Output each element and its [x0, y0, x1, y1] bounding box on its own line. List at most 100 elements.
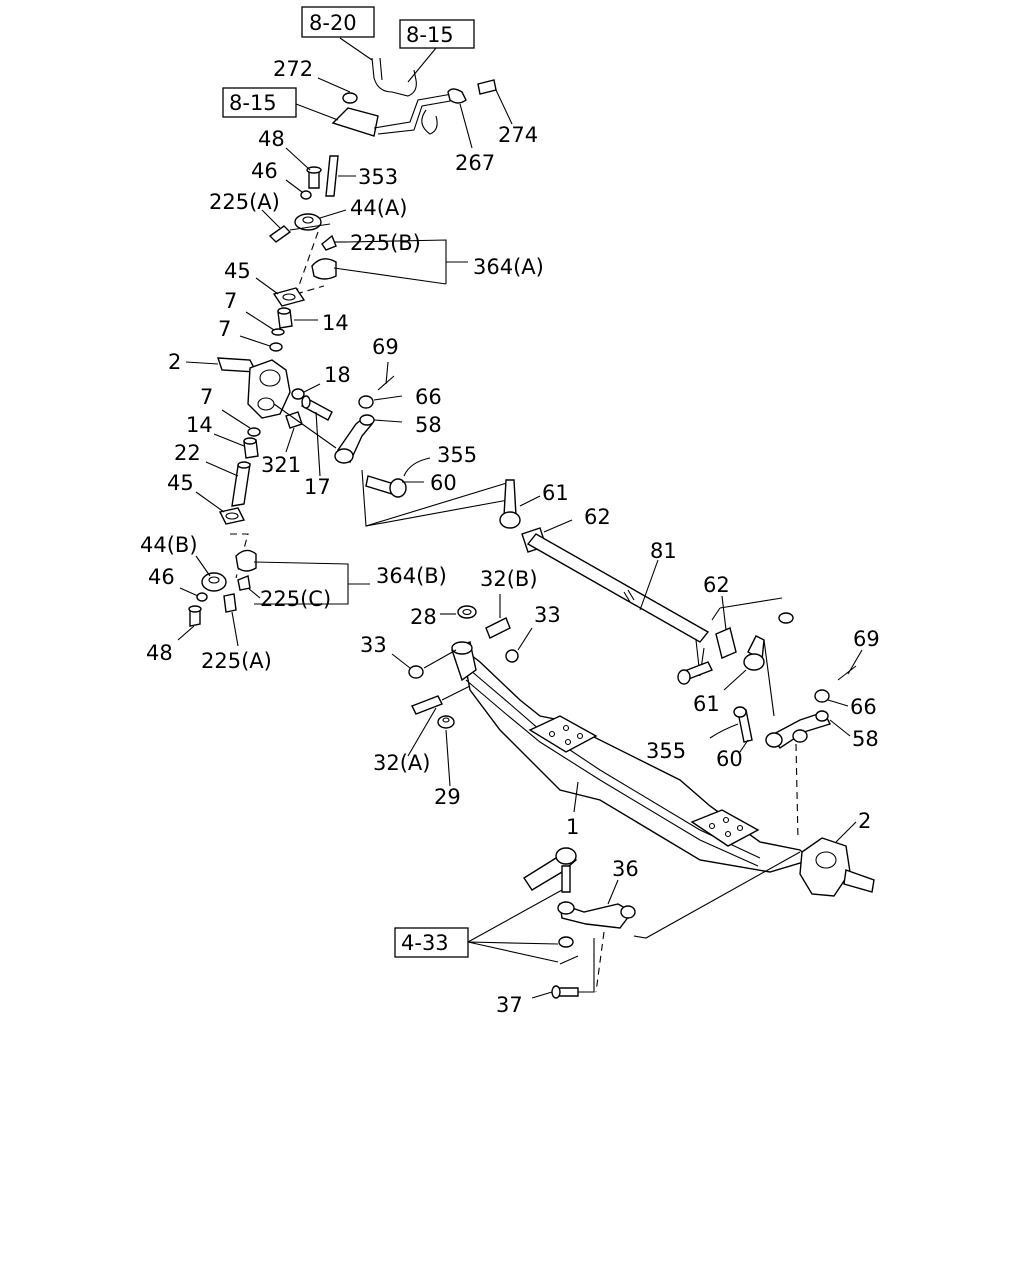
ref-box-8-15-top-label: 8-15	[406, 23, 454, 47]
link-tierod-arm-right	[763, 639, 775, 717]
ref-box-8-15-left[interactable]: 8-15	[222, 87, 297, 118]
beam-end-left	[451, 641, 477, 682]
leader-1	[573, 781, 579, 813]
tie-rod-end-61-right	[743, 635, 765, 671]
label-62-left: 62	[584, 505, 611, 529]
label-14-top: 14	[322, 311, 349, 335]
label-48-bottom: 48	[146, 641, 173, 665]
washer-28-hole	[462, 608, 472, 616]
ref-box-4-33[interactable]: 4-33	[394, 927, 469, 958]
leader-8-20	[339, 37, 373, 61]
leader-33-left-to-beam	[423, 649, 457, 669]
grease-fitting-225b	[321, 234, 337, 251]
leader-225a-bottom	[231, 611, 239, 647]
label-7-a: 7	[224, 289, 237, 313]
arm-58-left	[334, 414, 375, 464]
leader-18	[303, 383, 321, 393]
nut-66-left	[358, 395, 374, 409]
bushing-29	[437, 715, 455, 729]
label-46-top: 46	[251, 159, 278, 183]
pitman-arm-36	[557, 901, 636, 929]
label-225a-bottom: 225(A)	[201, 649, 272, 673]
shim-7-a	[271, 328, 285, 336]
label-45-top: 45	[224, 259, 251, 283]
nut-18	[291, 388, 305, 400]
leader-62-left	[543, 519, 573, 533]
label-46-bottom: 46	[148, 565, 175, 589]
axle-beam-1	[460, 646, 812, 873]
label-28: 28	[410, 605, 437, 629]
leader-69-left	[385, 361, 389, 385]
label-17: 17	[304, 475, 331, 499]
label-1: 1	[566, 815, 579, 839]
cotter-pin-4-33	[559, 955, 579, 965]
label-36: 36	[612, 857, 639, 881]
link-tierod-right	[711, 597, 783, 621]
label-66-left: 66	[415, 385, 442, 409]
link-bolt37	[578, 938, 595, 993]
pin-32b	[485, 617, 511, 639]
tie-rod-81	[526, 533, 710, 643]
leader-8-15-left	[295, 103, 339, 121]
leader-46-bottom	[179, 587, 199, 597]
leader-2-left	[185, 361, 219, 365]
leader-66-right	[827, 699, 849, 707]
axis-upper-dash	[295, 231, 319, 295]
label-58-right: 58	[852, 727, 879, 751]
label-355-right: 355	[646, 739, 686, 763]
nut-272	[342, 92, 358, 104]
link-arm-to-tierod-2	[365, 499, 509, 527]
leader-62-right	[721, 595, 727, 631]
leader-355-left	[403, 457, 431, 477]
bolt-60-right	[733, 706, 753, 743]
leader-364a-lower	[333, 267, 447, 285]
leader-81	[639, 559, 659, 611]
leader-58-left	[373, 419, 403, 423]
top-bracket-assembly	[331, 57, 497, 137]
label-29: 29	[434, 785, 461, 809]
leader-267	[459, 103, 473, 149]
nut-33-left	[408, 665, 424, 679]
leader-60-right	[739, 739, 749, 753]
cotter-pin-69-right	[837, 665, 857, 681]
label-61-left: 61	[542, 481, 569, 505]
knuckle-2-left	[217, 357, 291, 419]
knuckle-2-right	[799, 837, 875, 897]
label-7-b: 7	[218, 317, 231, 341]
leader-225c	[247, 587, 261, 599]
label-32a: 32(A)	[373, 751, 430, 775]
washer-46-top	[300, 190, 312, 200]
label-58-left: 58	[415, 413, 442, 437]
leader-32a-to-beam	[441, 685, 471, 701]
plate-364a	[311, 258, 337, 280]
leader-44a	[319, 209, 347, 219]
ref-box-8-20[interactable]: 8-20	[301, 6, 375, 38]
grease-fitting-225a-top	[268, 225, 292, 243]
label-33-left: 33	[360, 633, 387, 657]
label-33-right: 33	[534, 603, 561, 627]
washer-28	[457, 605, 477, 619]
label-32b: 32(B)	[480, 567, 538, 591]
leader-7-c	[221, 409, 251, 429]
leader-272	[317, 77, 351, 93]
leader-36	[607, 879, 619, 905]
label-22: 22	[174, 441, 201, 465]
bolt-37	[551, 985, 579, 999]
label-267: 267	[455, 151, 495, 175]
label-62-right: 62	[703, 573, 730, 597]
leader-8-15-top	[407, 47, 437, 83]
leader-45-top	[255, 277, 279, 295]
leader-46-top	[285, 179, 303, 193]
link-arm36-knuckle	[633, 851, 801, 939]
axis-right-dash	[795, 743, 799, 841]
bolt-48-top	[306, 166, 322, 189]
leader-37	[531, 991, 553, 999]
leader-45-bottom	[195, 491, 225, 513]
label-364a: 364(A)	[473, 255, 544, 279]
seal-45-top	[272, 287, 306, 307]
tie-rod-end-61-left	[499, 479, 521, 529]
cap-44b	[201, 572, 227, 592]
ref-box-8-15-top[interactable]: 8-15	[399, 19, 475, 49]
washer-46-bottom	[196, 592, 208, 602]
